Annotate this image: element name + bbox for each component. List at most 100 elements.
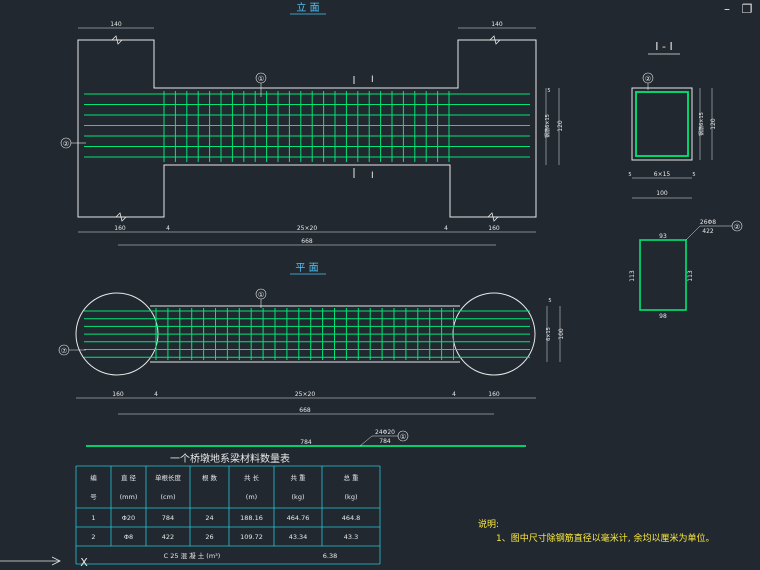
dim-right-height: 120 [557,120,564,132]
section-dim-label: 钢筋6×15 [698,112,705,136]
plan-dim-height: 100 [558,328,565,340]
elevation-outline [77,39,537,218]
dim-gap1: 4 [166,225,170,232]
table-header-cell: 直 径 [121,473,137,482]
table-cell: 2 [91,533,95,541]
table-cell: 464.8 [342,514,361,522]
plan-dim-label: 6×15 [546,327,552,341]
table-cell: 109.72 [240,533,263,541]
elevation-title: 立 面 [296,1,319,14]
plan-dim-gap1: 4 [154,391,158,398]
table-concrete-value: 6.38 [323,552,337,560]
notes-line1: 1、图中尺寸除钢筋直径以毫米计, 余均以厘米为单位。 [496,532,714,544]
stirrup-dim-top: 93 [659,233,667,240]
table-concrete-label: C 25 混 凝 土 (m³) [164,551,221,560]
elevation-stirrups [163,91,450,162]
bar-callout-number: ① [400,433,406,441]
table-cell: 464.76 [287,514,310,522]
stirrup-callout-top: 26Φ8 [700,219,716,226]
plan-view: 平 面 ① ⑦ 160 4 25×20 4 160 668 6×15 100 5 [58,263,565,415]
plan-side-number: ⑦ [61,347,67,355]
table-header-cell: (kg) [345,493,358,501]
elevation-stirrup-number: ② [63,140,69,148]
plan-dim-right: 160 [488,391,500,398]
table-cell: 784 [162,514,174,522]
dim-gap2: 4 [444,225,448,232]
table-header-cell: 根 数 [202,473,218,482]
section-dim-spacing: 6×15 [654,171,671,178]
stirrup-callout-bottom: 422 [702,228,714,235]
dim-right-label: 钢筋6×15 [544,114,551,138]
plan-dim-main: 25×20 [295,391,315,398]
section-stirrup [635,91,689,157]
plan-stirrups [155,308,454,360]
table-grid [75,465,381,565]
notes-title: 说明: [478,518,499,530]
table-cell: 24 [205,514,213,522]
stirrup-callout-number: ② [734,223,740,231]
table-cell: Φ8 [124,533,133,541]
section-outline [631,87,693,161]
table-header-cell: (m) [246,493,257,501]
notes: 说明: 1、图中尺寸除钢筋直径以毫米计, 余均以厘米为单位。 [478,518,714,544]
minimize-icon[interactable]: – [724,2,730,16]
stirrup-dim-right: 113 [687,270,694,282]
table-cell: 26 [205,533,213,541]
table-cell: 422 [162,533,174,541]
table-header-cell: 号 [90,493,97,501]
elevation-rebar-number: ① [258,75,264,83]
dim-right-bottom: 160 [488,225,500,232]
section-stirrup-number: ② [645,75,651,83]
table-title: 一个桥墩地系梁材料数量表 [170,452,290,465]
bar-length: 784 [300,439,312,446]
plan-rebar-number: ① [258,291,264,299]
table-text: 编直 径单根长度根 数共 长共 重总 重号(mm)(cm)(m)(kg)(kg)… [90,473,360,560]
restore-icon[interactable]: ❐ [741,2,753,16]
plan-dim-gap2: 4 [452,391,456,398]
bar-detail: 784 24Φ20 784 ① [86,429,526,447]
table-cell: 188.16 [240,514,263,522]
section-dim-overall: 100 [656,190,668,197]
dim-right-small: 5 [547,88,550,94]
dim-left-top: 140 [110,21,122,28]
stirrup-dim-bottom: 98 [659,313,667,320]
stirrup-shape [639,239,687,311]
section-dim-height: 120 [710,118,717,130]
ucs-x-label: X [80,556,88,569]
table-header-cell: 总 重 [343,473,359,482]
section-mark-bottom: I [371,171,374,181]
table-header-cell: 共 长 [244,473,260,482]
dim-left-bottom: 160 [114,225,126,232]
elevation-view: 立 面 I I ① ② 140 140 160 4 25×20 4 1 [60,1,564,246]
ucs-icon: X [0,556,88,569]
section-title: I - I [655,40,672,53]
table-header-cell: (cm) [161,493,176,501]
material-table: 一个桥墩地系梁材料数量表 编直 径单根长度根 数共 长共 重总 重号(mm)(c… [75,452,381,565]
bar-callout-bottom: 784 [379,438,391,445]
table-header-cell: 编 [90,473,97,482]
table-cell: 43.34 [289,533,308,541]
window-controls: – ❐ [714,0,760,22]
stirrup-dim-left: 113 [629,270,636,282]
bar-callout-top: 24Φ20 [375,429,395,436]
section-mark-top: I [371,75,374,85]
dim-right-top: 140 [491,21,503,28]
table-cell: Φ20 [122,514,135,522]
table-cell: 1 [91,514,95,522]
table-header-cell: (kg) [292,493,305,501]
table-header-cell: (mm) [120,493,138,501]
dim-overall: 668 [301,238,313,245]
plan-dim-small: 5 [548,298,551,304]
plan-longitudinal-bars [84,310,530,358]
section-dim-small-right: 5 [692,172,695,178]
dim-main: 25×20 [297,225,317,232]
table-header-cell: 共 重 [290,473,306,482]
plan-dim-overall: 668 [299,407,311,414]
table-cell: 43.3 [344,533,358,541]
section-view: I - I ② 钢筋6×15 120 5 6×15 5 100 [628,40,717,199]
elevation-longitudinal-bars [84,93,530,158]
plan-dim-left: 160 [112,391,124,398]
stirrup-detail: 93 113 113 98 26Φ8 422 ② [629,219,743,320]
section-dim-small-left: 5 [628,172,631,178]
